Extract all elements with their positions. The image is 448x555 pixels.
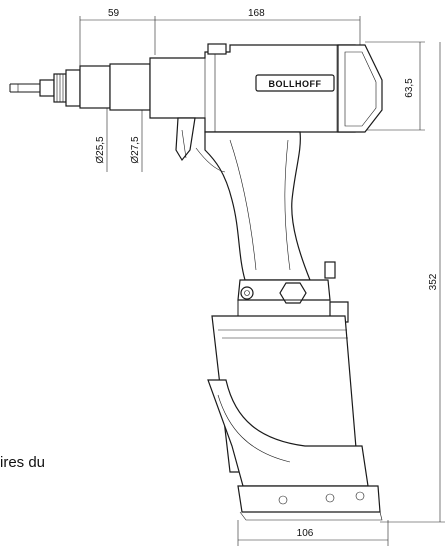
dimension-nose-length: 59 — [108, 8, 120, 19]
dimension-base-width: 106 — [297, 528, 314, 539]
pneumatic-head — [237, 261, 349, 323]
nozzle-assembly — [9, 63, 151, 111]
tool-body — [149, 43, 383, 133]
stand — [207, 379, 383, 521]
dimension-body-height: 63,5 — [404, 78, 415, 98]
dimension-diameter-2: Ø27,5 — [130, 136, 141, 164]
caption-fragment: ires du — [0, 454, 46, 471]
brand-plate-label: BOLLHOFF — [269, 79, 322, 89]
dimension-total-height: 352 — [428, 273, 439, 290]
dimension-body-length: 168 — [248, 8, 265, 19]
handle-assembly — [175, 117, 311, 281]
dimension-diameter-1: Ø25,5 — [95, 136, 106, 164]
